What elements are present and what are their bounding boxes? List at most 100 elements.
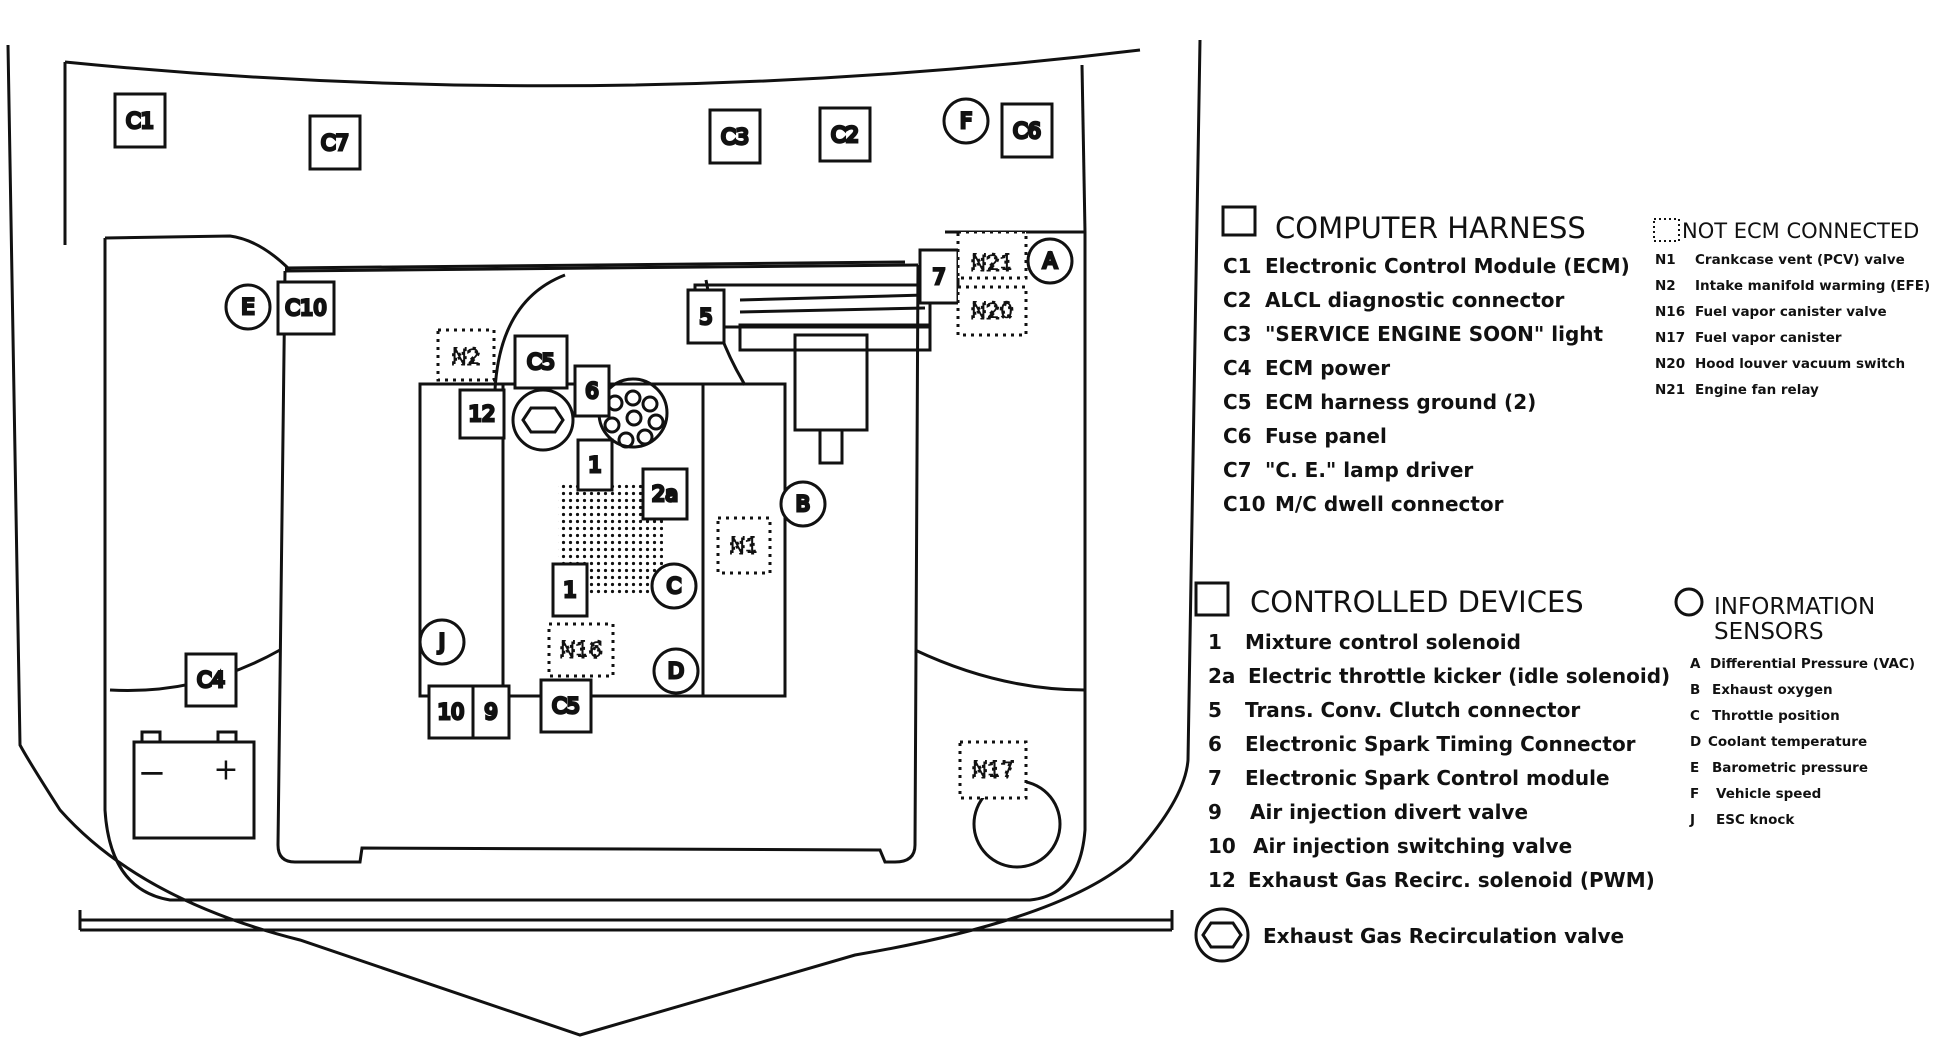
component-9[interactable]: 9 bbox=[471, 684, 511, 740]
sensor-b[interactable]: B bbox=[779, 480, 827, 528]
sensor-c[interactable]: C bbox=[650, 562, 698, 610]
component-c10[interactable]: C10 bbox=[276, 280, 336, 336]
svg-text:Mixture control solenoid: Mixture control solenoid bbox=[1245, 630, 1521, 654]
component-n21[interactable]: N21 bbox=[956, 230, 1028, 280]
component-c6[interactable]: C6 bbox=[1000, 102, 1054, 159]
component-1-upper[interactable]: 1 bbox=[576, 438, 614, 492]
component-c4[interactable]: C4 bbox=[184, 652, 238, 708]
sensor-f[interactable]: F bbox=[942, 97, 990, 145]
svg-text:1: 1 bbox=[588, 453, 601, 477]
svg-text:Fuel vapor canister valve: Fuel vapor canister valve bbox=[1695, 304, 1887, 320]
svg-text:C3: C3 bbox=[721, 125, 749, 149]
svg-text:Barometric pressure: Barometric pressure bbox=[1712, 760, 1868, 776]
svg-text:INFORMATION: INFORMATION bbox=[1714, 594, 1875, 620]
component-n1[interactable]: N1 bbox=[716, 516, 772, 575]
svg-text:9: 9 bbox=[484, 700, 497, 724]
component-1-lower[interactable]: 1 bbox=[551, 562, 589, 618]
svg-text:B: B bbox=[1690, 682, 1700, 698]
svg-text:C1: C1 bbox=[1223, 254, 1252, 278]
svg-text:M/C dwell connector: M/C dwell connector bbox=[1275, 492, 1504, 516]
svg-text:N17: N17 bbox=[1655, 330, 1685, 346]
svg-text:N20: N20 bbox=[1655, 356, 1685, 372]
svg-text:N17: N17 bbox=[972, 758, 1014, 782]
svg-text:1: 1 bbox=[563, 578, 576, 602]
component-n2[interactable]: N2 bbox=[436, 328, 496, 382]
svg-text:C: C bbox=[1690, 708, 1700, 724]
svg-text:Intake manifold warming (EFE): Intake manifold warming (EFE) bbox=[1695, 278, 1930, 294]
svg-text:D: D bbox=[668, 659, 684, 683]
svg-text:A: A bbox=[1690, 656, 1701, 672]
svg-text:SENSORS: SENSORS bbox=[1714, 619, 1824, 645]
svg-text:B: B bbox=[796, 492, 810, 516]
component-6[interactable]: 6 bbox=[573, 364, 611, 418]
svg-text:ESC knock: ESC knock bbox=[1716, 812, 1795, 828]
svg-text:Throttle position: Throttle position bbox=[1712, 708, 1840, 724]
svg-text:N20: N20 bbox=[971, 299, 1013, 323]
svg-text:Coolant temperature: Coolant temperature bbox=[1708, 734, 1867, 750]
svg-text:C5: C5 bbox=[552, 694, 580, 718]
component-n17[interactable]: N17 bbox=[958, 740, 1028, 800]
svg-text:"SERVICE ENGINE SOON" light: "SERVICE ENGINE SOON" light bbox=[1265, 322, 1604, 346]
svg-text:N2: N2 bbox=[1655, 278, 1676, 294]
legend-title: COMPUTER HARNESS bbox=[1275, 211, 1586, 245]
svg-text:Exhaust oxygen: Exhaust oxygen bbox=[1712, 682, 1833, 698]
svg-text:N21: N21 bbox=[971, 251, 1013, 275]
svg-text:Air injection switching valve: Air injection switching valve bbox=[1253, 834, 1572, 858]
sensor-d[interactable]: D bbox=[652, 647, 700, 695]
svg-text:C5: C5 bbox=[1223, 390, 1252, 414]
component-c5-top[interactable]: C5 bbox=[513, 334, 569, 390]
svg-text:Electronic Spark Timing Connec: Electronic Spark Timing Connector bbox=[1245, 732, 1636, 756]
legend-dotted-square-icon bbox=[1653, 218, 1680, 242]
component-7[interactable]: 7 bbox=[918, 248, 960, 305]
svg-text:Vehicle speed: Vehicle speed bbox=[1716, 786, 1821, 802]
svg-text:Crankcase vent (PCV) valve: Crankcase vent (PCV) valve bbox=[1695, 252, 1905, 268]
svg-text:7: 7 bbox=[1208, 766, 1222, 790]
svg-text:C5: C5 bbox=[527, 350, 555, 374]
component-10[interactable]: 10 bbox=[427, 684, 475, 740]
svg-text:Electric throttle kicker (idle: Electric throttle kicker (idle solenoid) bbox=[1248, 664, 1670, 688]
svg-text:Fuel vapor canister: Fuel vapor canister bbox=[1695, 330, 1842, 346]
component-n20[interactable]: N20 bbox=[956, 285, 1028, 337]
svg-text:N1: N1 bbox=[729, 534, 758, 558]
svg-text:Exhaust Gas Recirculation valv: Exhaust Gas Recirculation valve bbox=[1263, 924, 1624, 948]
component-2a[interactable]: 2a bbox=[641, 467, 689, 521]
component-c2[interactable]: C2 bbox=[818, 106, 872, 163]
component-5[interactable]: 5 bbox=[686, 288, 726, 345]
svg-text:Air injection divert valve: Air injection divert valve bbox=[1250, 800, 1528, 824]
svg-text:N16: N16 bbox=[1655, 304, 1685, 320]
sensor-j[interactable]: J bbox=[418, 618, 466, 666]
egr-valve-icon bbox=[1194, 907, 1250, 963]
svg-text:N2: N2 bbox=[451, 345, 480, 369]
svg-text:C4: C4 bbox=[1223, 356, 1252, 380]
svg-text:Engine fan relay: Engine fan relay bbox=[1695, 382, 1819, 398]
legend-square-icon bbox=[1194, 581, 1230, 617]
component-12[interactable]: 12 bbox=[458, 388, 506, 440]
svg-text:C2: C2 bbox=[1223, 288, 1252, 312]
component-c3[interactable]: C3 bbox=[708, 108, 762, 165]
svg-text:7: 7 bbox=[932, 265, 945, 289]
legend-square-icon bbox=[1221, 205, 1257, 237]
svg-text:F: F bbox=[1690, 786, 1699, 802]
component-n16[interactable]: N16 bbox=[547, 622, 615, 678]
svg-text:Electronic Control Module (ECM: Electronic Control Module (ECM) bbox=[1265, 254, 1630, 278]
svg-text:C6: C6 bbox=[1223, 424, 1252, 448]
svg-text:C7: C7 bbox=[321, 131, 349, 155]
component-c7[interactable]: C7 bbox=[308, 114, 362, 171]
svg-text:C6: C6 bbox=[1013, 119, 1041, 143]
sensor-a[interactable]: A bbox=[1026, 237, 1074, 285]
component-c1[interactable]: C1 bbox=[113, 92, 167, 149]
svg-text:10: 10 bbox=[1208, 834, 1236, 858]
svg-text:5: 5 bbox=[1208, 698, 1222, 722]
legend-egr: Exhaust Gas Recirculation valve bbox=[1194, 907, 1624, 963]
component-c5-bottom[interactable]: C5 bbox=[539, 678, 593, 734]
svg-text:C4: C4 bbox=[197, 668, 225, 692]
svg-text:Differential Pressure (VAC): Differential Pressure (VAC) bbox=[1710, 656, 1915, 672]
sensor-e[interactable]: E bbox=[224, 283, 272, 331]
svg-text:J: J bbox=[437, 630, 445, 654]
svg-text:6: 6 bbox=[585, 379, 598, 403]
svg-text:Hood louver vacuum switch: Hood louver vacuum switch bbox=[1695, 356, 1905, 372]
svg-text:2a: 2a bbox=[1208, 664, 1235, 688]
svg-text:E: E bbox=[241, 295, 254, 319]
svg-text:ECM harness ground (2): ECM harness ground (2) bbox=[1265, 390, 1536, 414]
